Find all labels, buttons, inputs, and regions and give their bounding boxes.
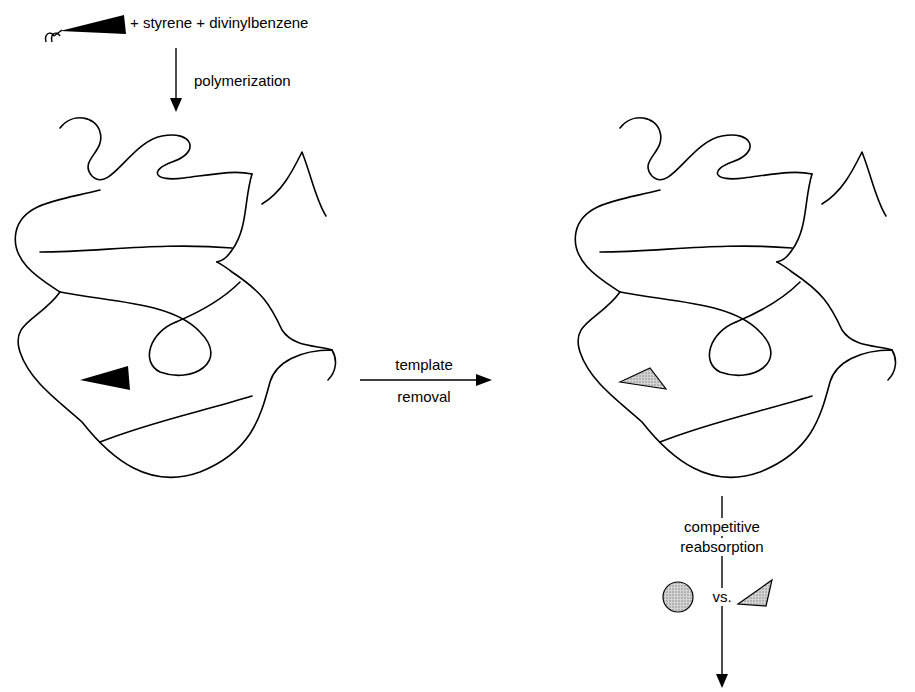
comparison-label: vs. — [710, 588, 733, 606]
template-molecule — [46, 15, 126, 42]
step-label: reabsorption — [678, 538, 765, 556]
step-label: removal — [397, 388, 450, 406]
step-label: competitive — [682, 518, 762, 536]
template-triangle — [738, 580, 772, 606]
imprinted-cavity — [620, 368, 666, 389]
reaction-arrow — [360, 374, 492, 386]
polymer-network — [15, 118, 335, 478]
step-label: template — [395, 356, 453, 374]
competitor-circle — [663, 582, 693, 612]
step-label: polymerization — [194, 72, 291, 90]
polymer-network — [575, 118, 895, 478]
imprinted-template — [80, 366, 130, 390]
reagent-label: + styrene + divinylbenzene — [130, 14, 308, 32]
reaction-arrow — [170, 48, 182, 112]
